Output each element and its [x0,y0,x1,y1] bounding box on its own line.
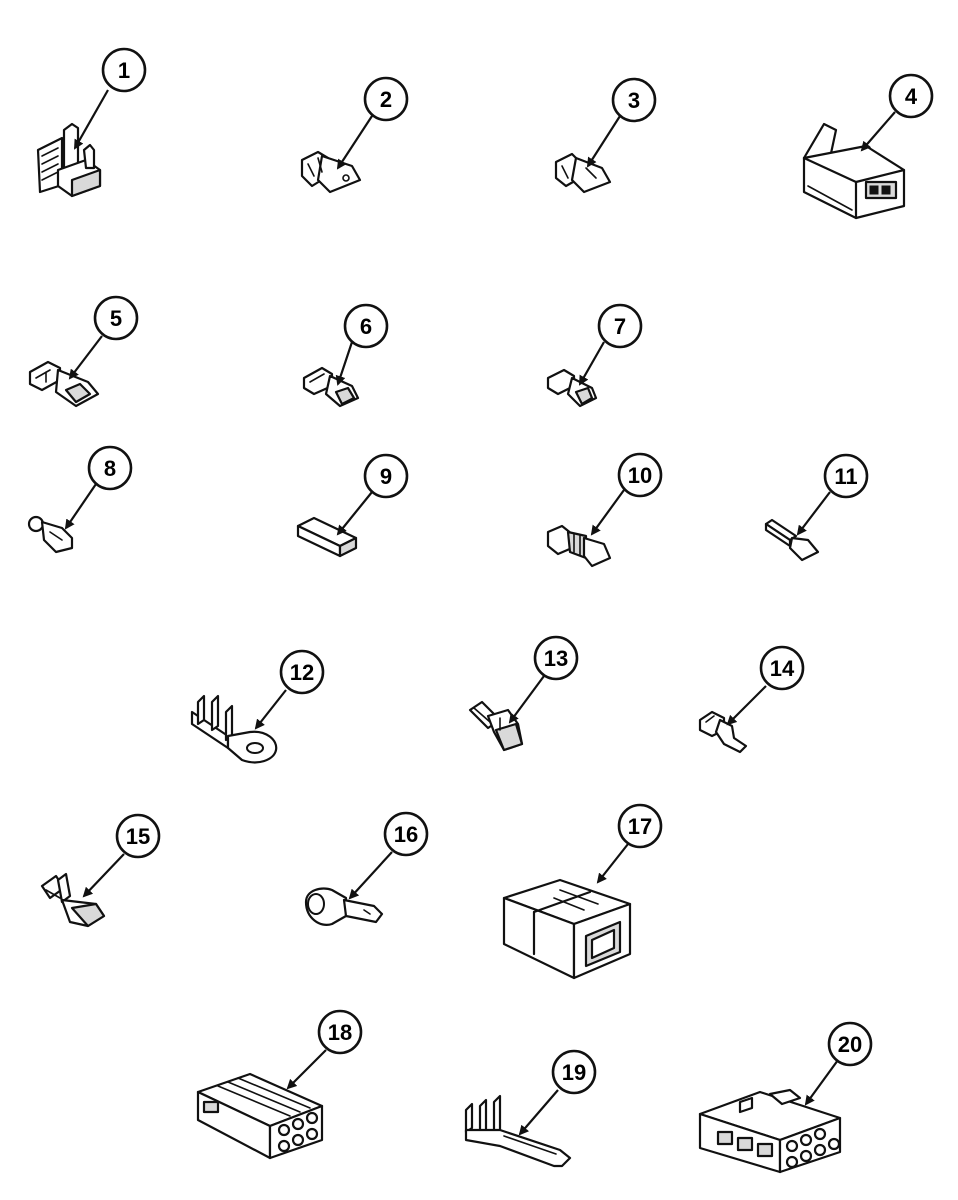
terminal-insulator-icon [296,516,358,558]
part-8[interactable]: 8 [27,445,133,554]
callout-number: 11 [834,464,857,489]
female-quick-disconnect-icon [28,360,100,408]
connector-housing-icon [502,878,632,980]
part-5[interactable]: 5 [28,295,139,408]
part-15[interactable]: 15 [40,813,161,928]
crimp-terminal-icon [27,515,74,554]
part-19[interactable]: 19 [464,1049,597,1168]
part-4[interactable]: 4 [802,73,934,220]
callout-number: 16 [394,822,418,847]
callout-number: 2 [380,87,392,112]
crimp-terminal-icon [468,700,524,752]
callout-number: 3 [628,88,640,113]
part-12[interactable]: 12 [190,649,325,764]
callout-number: 9 [380,464,392,489]
insulated-terminal-icon [546,524,612,568]
female-quick-disconnect-icon [40,872,106,928]
part-16[interactable]: 16 [304,811,429,926]
female-quick-disconnect-icon [546,368,598,408]
part-6[interactable]: 6 [302,303,389,408]
callout-number: 4 [905,84,918,109]
callout-number: 7 [614,314,626,339]
six-pin-connector-icon [196,1072,324,1160]
callout-number: 17 [628,814,652,839]
pin-terminal-icon [764,518,820,562]
callout-number: 10 [628,463,652,488]
part-11[interactable]: 11 [764,453,869,562]
pin-terminal-icon [464,1094,572,1168]
callout-number: 12 [290,660,314,685]
part-1[interactable]: 1 [36,47,147,198]
callout-number: 15 [126,824,150,849]
callout-number: 20 [838,1032,862,1057]
part-7[interactable]: 7 [546,303,643,408]
part-10[interactable]: 10 [546,452,663,568]
part-17[interactable]: 17 [502,803,663,980]
callout-number: 19 [562,1060,586,1085]
wire-connector-icon [36,122,102,198]
callout-number: 13 [544,646,568,671]
part-2[interactable]: 2 [300,76,409,194]
callout-number: 14 [770,656,795,681]
callout-number: 5 [110,306,122,331]
part-20[interactable]: 20 [698,1021,873,1174]
multi-pin-connector-icon [698,1088,842,1174]
part-18[interactable]: 18 [196,1009,363,1160]
callout-number: 1 [118,58,130,83]
part-13[interactable]: 13 [468,635,579,752]
flag-terminal-icon [304,887,384,926]
part-3[interactable]: 3 [554,77,657,194]
connector-housing-icon [802,122,906,220]
female-quick-disconnect-icon [302,366,360,408]
ring-terminal-icon [190,694,278,764]
crimp-terminal-icon [554,152,612,194]
callout-number: 6 [360,314,372,339]
callout-number: 8 [104,456,116,481]
part-9[interactable]: 9 [296,453,409,558]
part-14[interactable]: 14 [698,645,805,754]
callout-number: 18 [328,1020,352,1045]
crimp-terminal-icon [698,710,748,754]
crimp-terminal-icon [300,150,362,194]
